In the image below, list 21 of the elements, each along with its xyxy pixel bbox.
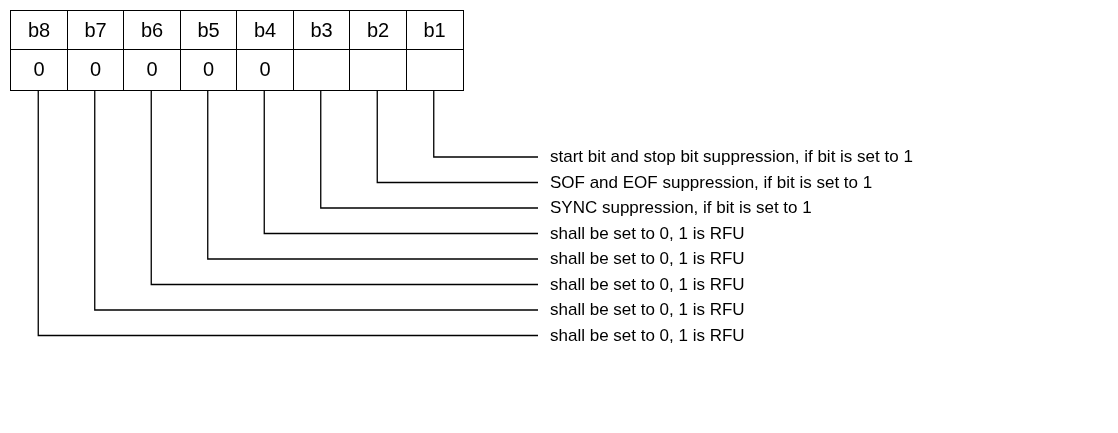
bit-header: b6 xyxy=(123,10,181,51)
bit-description: shall be set to 0, 1 is RFU xyxy=(538,324,745,347)
bit-header: b8 xyxy=(10,10,68,51)
bit-header: b2 xyxy=(349,10,407,51)
bit-value-cell: 0 xyxy=(179,49,238,91)
bit-value-cell xyxy=(349,49,407,91)
bit-value-cell: 0 xyxy=(10,49,68,91)
bit-description: shall be set to 0, 1 is RFU xyxy=(538,248,745,270)
bit-value-cell xyxy=(292,49,351,91)
bit-header: b1 xyxy=(405,10,464,51)
bit-description: shall be set to 0, 1 is RFU xyxy=(538,299,745,321)
bit-value-cell: 0 xyxy=(123,49,181,91)
bit-description: shall be set to 0, 1 is RFU xyxy=(538,222,745,245)
bit-value-cell xyxy=(405,49,464,91)
bit-value-cell: 0 xyxy=(236,49,294,91)
bit-description: start bit and stop bit suppression, if bit is set to 1 xyxy=(538,146,913,168)
bit-description: SYNC suppression, if bit is set to 1 xyxy=(538,197,812,219)
bit-description: shall be set to 0, 1 is RFU xyxy=(538,273,745,296)
bit-value-cell: 0 xyxy=(66,49,125,91)
bit-header: b4 xyxy=(236,10,294,51)
bit-description: SOF and EOF suppression, if bit is set to 1 xyxy=(538,171,873,194)
